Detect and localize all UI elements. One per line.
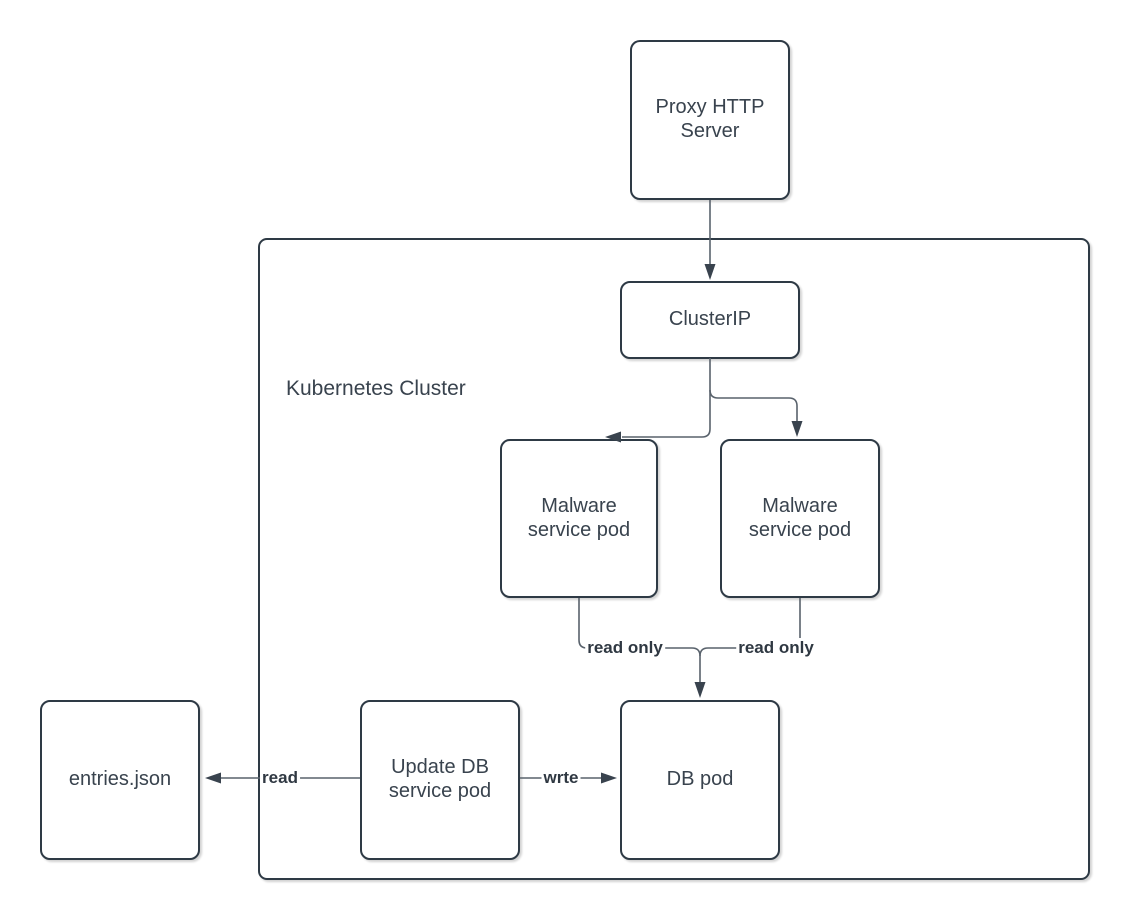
node-proxy-http-server-label: Proxy HTTP Server	[655, 96, 765, 142]
kubernetes-cluster-container	[258, 238, 1090, 880]
node-malware-service-pod-right-label: Malware service pod	[748, 494, 852, 541]
node-update-db-service-pod-label: Update DB service pod	[388, 756, 492, 802]
node-entries-json: entries.json	[40, 700, 200, 860]
node-malware-service-pod-left: Malware service pod	[500, 439, 658, 598]
node-cluster-ip-label: ClusterIP	[668, 308, 752, 331]
node-db-pod-label: DB pod	[666, 768, 734, 791]
kubernetes-cluster-label: Kubernetes Cluster	[286, 377, 466, 400]
arrowhead-updatedb-to-entries	[205, 772, 221, 784]
node-cluster-ip: ClusterIP	[620, 281, 800, 359]
node-malware-service-pod-right: Malware service pod	[720, 439, 880, 598]
edge-label-wrte: wrte	[541, 768, 581, 788]
node-update-db-service-pod: Update DB service pod	[360, 700, 520, 860]
edge-label-read: read	[260, 768, 300, 788]
edge-label-read-only-left: read only	[585, 638, 665, 658]
node-entries-json-label: entries.json	[68, 768, 172, 791]
node-db-pod: DB pod	[620, 700, 780, 860]
node-proxy-http-server: Proxy HTTP Server	[630, 40, 790, 200]
node-malware-service-pod-left-label: Malware service pod	[527, 494, 631, 541]
edge-label-read-only-right: read only	[736, 638, 816, 658]
